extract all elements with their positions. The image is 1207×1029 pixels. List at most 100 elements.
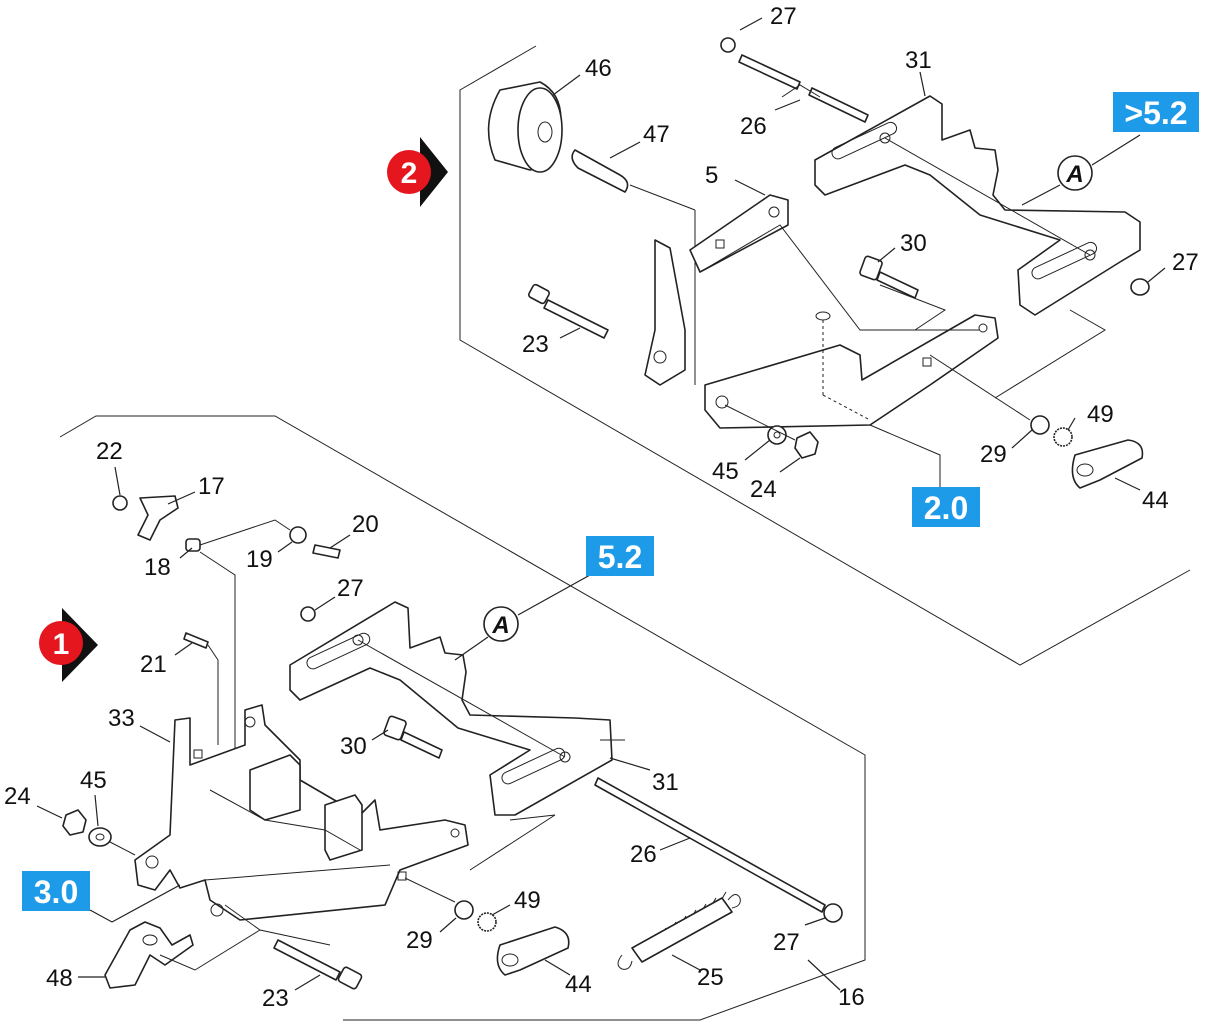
- assembly-2: 2 A: [387, 3, 1199, 666]
- assembly-1-leaders: [36, 466, 841, 991]
- nut-24-upper: [794, 431, 819, 459]
- clip-44-upper: [1071, 439, 1144, 489]
- washer-19: [289, 526, 307, 544]
- bracket-31-upper: [814, 95, 1141, 316]
- assembly-1-ref-a: A: [454, 574, 591, 661]
- pin-26-b: [808, 87, 869, 123]
- assembly-1-frame: [59, 415, 866, 1021]
- label-45: 45: [712, 458, 739, 485]
- axis-29-lower: [404, 877, 456, 903]
- label-45-lower: 45: [80, 767, 107, 794]
- axis-29: [929, 354, 1031, 421]
- cap-27-right: [1130, 278, 1150, 296]
- washer-45-upper-hole: [773, 431, 781, 439]
- assembly-2-guide-c: [869, 424, 941, 488]
- assembly-2-leaders: [552, 17, 1166, 491]
- axis-21: [207, 644, 219, 745]
- label-24: 24: [750, 476, 777, 503]
- roller-46: [487, 81, 563, 173]
- assembly-1-badge: 1: [39, 608, 98, 682]
- assembly-2-badge: 2: [387, 137, 448, 207]
- washer-45-lower: [88, 827, 112, 847]
- label-27: 27: [770, 3, 797, 30]
- bracket-5: [644, 194, 999, 429]
- label-49-lower: 49: [514, 887, 541, 914]
- label-33: 33: [108, 705, 135, 732]
- assembly-1-guide-b: [159, 929, 261, 971]
- label-26: 26: [740, 113, 767, 140]
- label-26-lower: 26: [630, 841, 657, 868]
- label-48: 48: [46, 965, 73, 992]
- pin-18: [185, 538, 201, 552]
- washer-27-lower: [300, 606, 316, 622]
- bolt-20: [312, 544, 341, 559]
- assembly-1-tag-left-text: 3.0: [34, 874, 78, 910]
- frame-33: [134, 704, 469, 921]
- assembly-2-badge-number: 2: [401, 157, 418, 190]
- label-44: 44: [1142, 487, 1169, 514]
- label-27-lower-right: 27: [773, 929, 800, 956]
- label-23-lower: 23: [262, 985, 289, 1012]
- axis-45: [724, 404, 796, 441]
- assembly-2-frame: [459, 45, 1191, 666]
- assembly-2-tag-bottom-text: 2.0: [924, 490, 968, 526]
- assembly-2-guide: [994, 309, 1106, 399]
- label-21: 21: [140, 651, 167, 678]
- tag-3-leader: [89, 884, 181, 923]
- assembly-1-badge-number: 1: [53, 628, 70, 661]
- assembly-1-tag-ref-text: 5.2: [598, 539, 642, 575]
- pin-21: [183, 632, 209, 649]
- assembly-1-ref-letter: A: [491, 612, 509, 639]
- washer-29-upper: [1030, 415, 1050, 435]
- axis-47: [629, 184, 696, 211]
- nut-22: [112, 495, 128, 511]
- label-17: 17: [198, 473, 225, 500]
- assembly-1-tag-left[interactable]: 3.0: [22, 871, 90, 911]
- clip-44-upper-hole: [1076, 463, 1094, 477]
- label-18: 18: [144, 554, 171, 581]
- label-27-lower-top: 27: [337, 575, 364, 602]
- sleeve-47: [571, 149, 629, 193]
- label-5: 5: [705, 162, 718, 189]
- label-29: 29: [980, 441, 1007, 468]
- washer-45-lower-hole: [95, 833, 105, 841]
- assembly-2-ref-a: A: [1021, 134, 1141, 206]
- bolt-23-lower: [273, 939, 363, 990]
- assembly-1-tag-ref[interactable]: 5.2: [586, 536, 654, 576]
- washer-49-upper: [1053, 427, 1073, 447]
- label-31: 31: [905, 47, 932, 74]
- pin-26-split: [781, 84, 821, 98]
- label-23: 23: [522, 331, 549, 358]
- label-31-lower: 31: [652, 769, 679, 796]
- label-22: 22: [96, 438, 123, 465]
- bracket-48: [104, 921, 194, 989]
- label-46: 46: [585, 55, 612, 82]
- label-20: 20: [352, 511, 379, 538]
- bracket-31-lower: [289, 601, 625, 816]
- cap-27-lower: [823, 903, 843, 923]
- label-30: 30: [900, 230, 927, 257]
- bolt-23-upper: [528, 283, 609, 339]
- label-29-lower: 29: [406, 927, 433, 954]
- label-30-lower: 30: [340, 733, 367, 760]
- assembly-1-guide-c: [469, 814, 556, 871]
- washer-27-top: [720, 37, 736, 53]
- washer-45-upper: [767, 425, 787, 445]
- axis-45-lower: [109, 841, 136, 856]
- label-25: 25: [697, 964, 724, 991]
- axis-18-down: [199, 551, 236, 755]
- pin-26-a: [738, 54, 801, 90]
- axis-18-19: [199, 519, 291, 546]
- assembly-2-tag-ref[interactable]: >5.2: [1113, 92, 1199, 132]
- rod-26: [594, 777, 826, 913]
- label-44-lower: 44: [565, 971, 592, 998]
- clip-44-lower-hole: [501, 953, 519, 967]
- nut-24-lower: [62, 809, 87, 836]
- assembly-2-guide-b: [879, 284, 947, 331]
- bolt-30-upper: [859, 255, 919, 299]
- spring-25: [617, 891, 741, 970]
- label-27-right: 27: [1172, 249, 1199, 276]
- assembly-2-tag-bottom[interactable]: 2.0: [912, 487, 980, 527]
